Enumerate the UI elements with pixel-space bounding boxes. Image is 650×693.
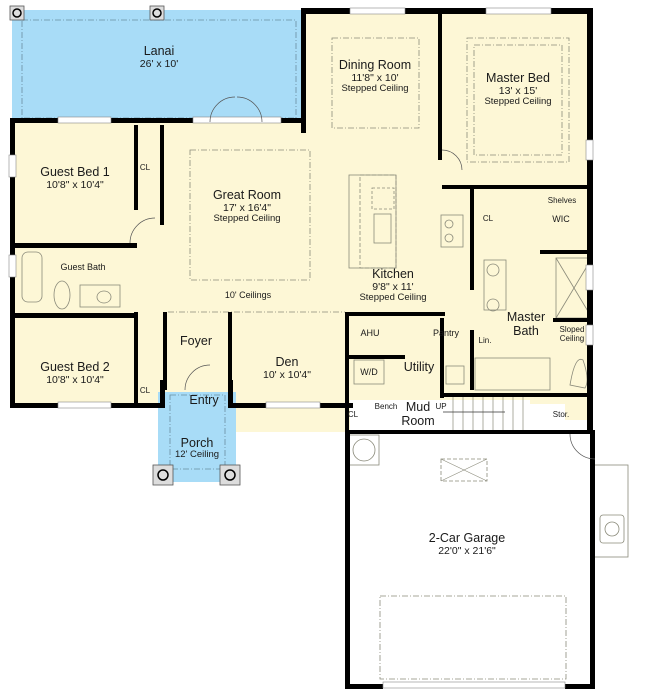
closet-label-guest-bed-1: CL bbox=[139, 163, 151, 172]
room-label-mud-room: Mud Room bbox=[401, 400, 435, 429]
great-room-ceiling-note: 10' Ceilings bbox=[224, 290, 272, 300]
room-label-dining-room: Dining Room 11'8" x 10' Stepped Ceiling bbox=[338, 58, 412, 95]
room-label-great-room: Great Room 17' x 16'4" Stepped Ceiling bbox=[212, 188, 282, 225]
room-label-wic: WIC bbox=[552, 214, 570, 224]
closet-label-mudroom: CL bbox=[347, 410, 359, 419]
closet-label-guest-bed-2: CL bbox=[139, 386, 151, 395]
room-label-master-bed: Master Bed 13' x 15' Stepped Ceiling bbox=[484, 71, 552, 108]
room-label-guest-bed-2: Guest Bed 2 10'8" x 10'4" bbox=[40, 360, 110, 387]
closet-label-master: CL bbox=[482, 214, 494, 223]
sloped-ceiling-note: Sloped Ceiling bbox=[559, 325, 585, 344]
room-label-utility: Utility bbox=[403, 360, 435, 374]
room-label-guest-bed-1: Guest Bed 1 10'8" x 10'4" bbox=[40, 165, 110, 192]
garage-area bbox=[348, 432, 593, 687]
room-label-entry: Entry bbox=[189, 393, 219, 407]
room-label-wd: W/D bbox=[360, 367, 378, 377]
room-label-porch: Porch 12' Ceiling bbox=[174, 436, 220, 461]
interior-floor bbox=[12, 10, 593, 432]
shelves-label: Shelves bbox=[547, 196, 577, 205]
room-label-guest-bath: Guest Bath bbox=[60, 262, 106, 272]
room-label-linen: Lin. bbox=[478, 336, 492, 345]
room-label-lanai: Lanai 26' x 10' bbox=[139, 44, 179, 71]
room-label-foyer: Foyer bbox=[180, 334, 212, 348]
room-label-master-bath: Master Bath bbox=[506, 310, 546, 339]
stairs-up-label: UP bbox=[435, 402, 447, 411]
lanai-area bbox=[12, 10, 306, 122]
room-label-pantry: Pantry bbox=[432, 328, 460, 338]
room-label-storage: Stor. bbox=[552, 410, 570, 419]
room-label-garage: 2-Car Garage 22'0" x 21'6" bbox=[428, 531, 506, 558]
room-label-kitchen: Kitchen 9'8" x 11' Stepped Ceiling bbox=[359, 267, 427, 304]
room-label-bench: Bench bbox=[374, 402, 398, 411]
room-label-ahu: AHU bbox=[360, 328, 380, 338]
room-label-den: Den 10' x 10'4" bbox=[262, 355, 312, 382]
